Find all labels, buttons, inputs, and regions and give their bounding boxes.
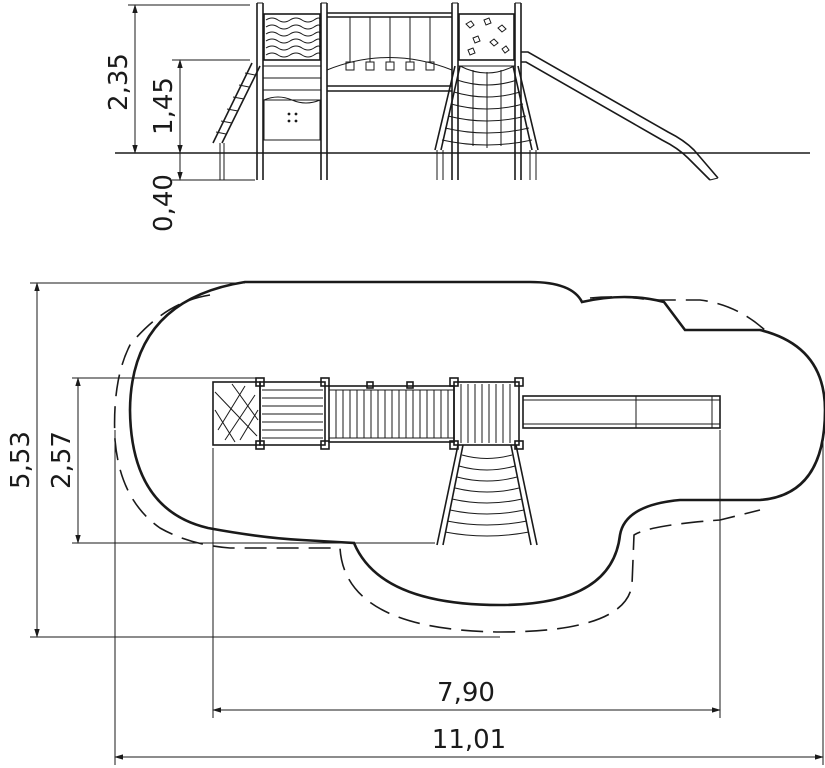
dim-structure-length: 7,90	[437, 678, 495, 708]
elevation-view: 2,35 1,45 0,40	[104, 2, 810, 232]
dim-foundation-depth: 0,40	[149, 174, 179, 232]
dim-plan-width: 5,53	[6, 431, 36, 489]
slide	[521, 51, 719, 181]
elevation-dimension-lines	[128, 4, 255, 181]
right-tower	[451, 2, 522, 180]
plan-right-tower	[449, 377, 524, 450]
ring-bridge	[326, 12, 453, 92]
plan-dimension-lines	[30, 282, 824, 765]
plan-slide	[522, 395, 721, 429]
plan-ladder	[436, 444, 538, 546]
climbing-ramp	[212, 62, 261, 180]
falling-space-outline	[113, 294, 761, 633]
plan-bridge	[328, 381, 455, 443]
dim-platform-height: 1,45	[149, 77, 179, 135]
front-ladder	[434, 65, 539, 180]
plan-view: 5,53 2,57 7,90 11,01	[6, 280, 825, 765]
safety-zone-outline	[128, 280, 825, 607]
dim-total-height: 2,35	[104, 53, 134, 111]
dim-structure-width: 2,57	[47, 431, 77, 489]
left-tower	[256, 2, 328, 180]
plan-left-tower	[212, 377, 330, 450]
dim-total-length: 11,01	[432, 725, 506, 755]
